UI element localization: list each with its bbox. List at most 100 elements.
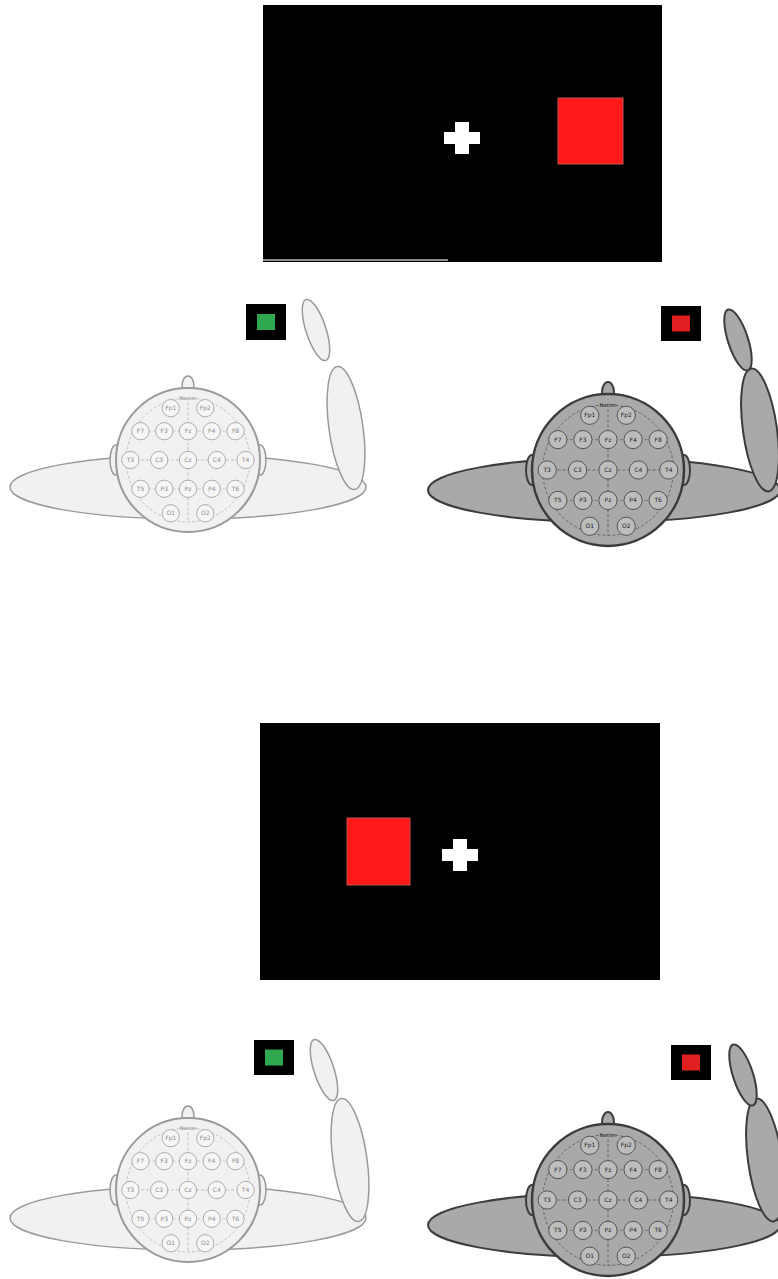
electrode bbox=[197, 505, 214, 522]
electrode bbox=[227, 480, 244, 497]
electrode-label: T5 bbox=[137, 1216, 144, 1222]
electrode-label: F8 bbox=[655, 1167, 662, 1173]
head bbox=[532, 1124, 684, 1276]
button-light bbox=[265, 1050, 283, 1066]
electrode-label: C3 bbox=[155, 1187, 163, 1193]
electrode bbox=[179, 451, 196, 468]
electrode-label: F7 bbox=[554, 437, 561, 443]
electrode-label: P4 bbox=[208, 486, 215, 492]
electrode bbox=[617, 1136, 635, 1154]
cap-guide bbox=[543, 1135, 674, 1266]
electrode-label: T3 bbox=[127, 457, 134, 463]
head bbox=[116, 1118, 260, 1262]
electrode bbox=[574, 491, 592, 509]
electrode-label: F3 bbox=[161, 1158, 168, 1164]
electrode-label: T3 bbox=[127, 1187, 134, 1193]
electrode bbox=[538, 461, 556, 479]
electrode-label: Fz bbox=[185, 428, 192, 434]
electrode-label: Cz bbox=[184, 1187, 191, 1193]
electrode-label: O2 bbox=[622, 523, 631, 529]
electrode-label: P4 bbox=[629, 1227, 636, 1233]
upper-arm bbox=[325, 1096, 376, 1224]
electrode-label: Pz bbox=[605, 1227, 612, 1233]
landmark-label: Nasion bbox=[179, 1126, 196, 1131]
screen bbox=[260, 723, 660, 980]
electrode-label: P3 bbox=[579, 1227, 586, 1233]
electrode-label: Fp1 bbox=[165, 405, 176, 411]
electrode-label: F3 bbox=[161, 428, 168, 434]
electrode-label: T5 bbox=[554, 1227, 561, 1233]
electrode-label: F8 bbox=[655, 437, 662, 443]
electrode bbox=[227, 1153, 244, 1170]
electrode-label: F7 bbox=[554, 1167, 561, 1173]
electrode-label: Fp2 bbox=[621, 1142, 632, 1148]
electrode bbox=[156, 1210, 173, 1227]
electrode bbox=[581, 1247, 599, 1265]
electrode bbox=[151, 1181, 168, 1198]
electrode bbox=[599, 491, 617, 509]
electrode bbox=[568, 1191, 586, 1209]
electrode bbox=[538, 1191, 556, 1209]
electrode bbox=[237, 1181, 254, 1198]
electrode bbox=[649, 430, 667, 448]
electrode bbox=[197, 1130, 214, 1147]
electrode bbox=[574, 430, 592, 448]
electrode bbox=[179, 1181, 196, 1198]
forearm bbox=[719, 306, 758, 373]
response-button bbox=[661, 306, 701, 341]
electrode-label: P3 bbox=[161, 486, 168, 492]
upper-arm bbox=[735, 366, 778, 494]
electrode-label: T4 bbox=[242, 1187, 249, 1193]
electrode-label: T6 bbox=[654, 497, 661, 503]
electrode bbox=[649, 1221, 667, 1239]
electrode-label: O2 bbox=[201, 510, 210, 516]
response-button bbox=[246, 304, 286, 340]
electrode bbox=[549, 491, 567, 509]
head bbox=[116, 388, 260, 532]
electrode-label: F8 bbox=[232, 1158, 239, 1164]
electrode bbox=[660, 461, 678, 479]
electrode bbox=[624, 430, 642, 448]
electrode-label: T4 bbox=[665, 1197, 672, 1203]
electrode bbox=[624, 1221, 642, 1239]
electrode-label: T5 bbox=[554, 497, 561, 503]
electrode-label: Cz bbox=[604, 467, 611, 473]
electrode-label: T5 bbox=[137, 486, 144, 492]
electrode bbox=[203, 1210, 220, 1227]
electrode-label: O1 bbox=[166, 1240, 175, 1246]
electrode bbox=[122, 451, 139, 468]
electrode bbox=[208, 1181, 225, 1198]
electrode-label: O1 bbox=[585, 1253, 594, 1259]
screen-edge bbox=[263, 259, 448, 261]
electrode-label: C4 bbox=[634, 467, 642, 473]
electrode bbox=[617, 406, 635, 424]
electrode bbox=[151, 451, 168, 468]
electrode bbox=[179, 1210, 196, 1227]
electrode-label: F3 bbox=[579, 1167, 586, 1173]
electrode bbox=[162, 400, 179, 417]
electrode bbox=[581, 1136, 599, 1154]
electrode bbox=[599, 1160, 617, 1178]
electrode-label: P4 bbox=[629, 497, 636, 503]
electrode bbox=[156, 1153, 173, 1170]
electrode bbox=[629, 461, 647, 479]
response-button bbox=[671, 1045, 711, 1080]
electrode bbox=[599, 461, 617, 479]
cap-guide bbox=[543, 405, 674, 536]
landmark-label: Nasion bbox=[179, 396, 196, 401]
electrode bbox=[132, 1210, 149, 1227]
electrode bbox=[599, 1221, 617, 1239]
electrode bbox=[203, 480, 220, 497]
upper-arm bbox=[321, 364, 372, 492]
electrode bbox=[203, 423, 220, 440]
electrode bbox=[237, 451, 254, 468]
button-light bbox=[257, 314, 275, 330]
electrode bbox=[617, 1247, 635, 1265]
electrode-label: C3 bbox=[574, 1197, 582, 1203]
electrode bbox=[624, 491, 642, 509]
electrode-label: Fp1 bbox=[165, 1135, 176, 1141]
electrode-label: T4 bbox=[242, 457, 249, 463]
red-stimulus bbox=[347, 818, 410, 885]
electrode bbox=[581, 406, 599, 424]
electrode-label: P3 bbox=[161, 1216, 168, 1222]
